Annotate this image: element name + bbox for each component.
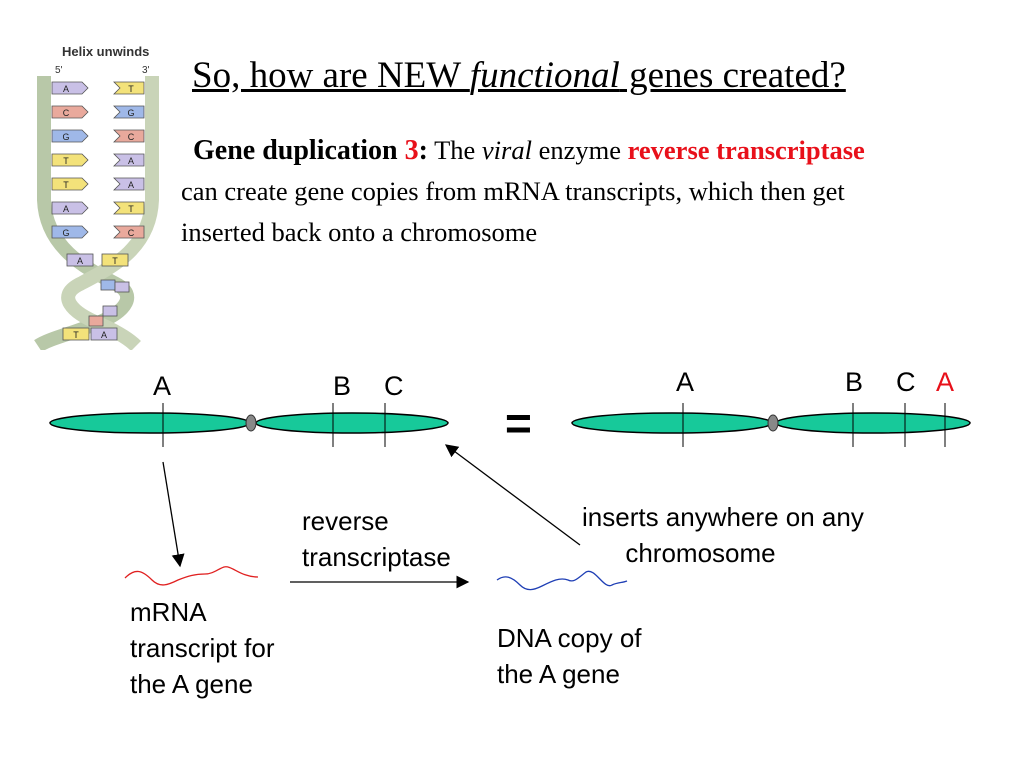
helix-base-left-label: G — [62, 132, 69, 142]
helix-base-left — [51, 105, 89, 119]
helix-base-lower-label: T — [73, 330, 79, 340]
helix-base-lower-label: A — [101, 330, 107, 340]
helix-base-left-label: T — [63, 156, 69, 166]
helix-base-right — [113, 201, 145, 215]
mrna-transcript-label: mRNA transcript for the A gene — [130, 597, 275, 699]
mrna-strand — [124, 566, 259, 586]
helix-base-twisted — [88, 315, 104, 327]
helix-base-right-label: A — [128, 156, 134, 166]
helix-base-left-label: C — [63, 108, 70, 118]
label-gene-c: C — [384, 371, 404, 401]
helix-base-left — [51, 201, 89, 215]
lead-heading: Gene duplication 3: — [181, 135, 428, 166]
body-emphasis: viral — [481, 135, 532, 165]
helix-base-twisted — [102, 305, 118, 317]
helix-base-right-label: C — [128, 228, 135, 238]
dna-copy-label: DNA copy of the A gene — [497, 623, 642, 689]
right-centromere — [767, 414, 779, 432]
reverse-transcriptase-label: reverse transcriptase — [302, 506, 451, 572]
left-centromere — [245, 414, 257, 432]
enzyme-name: reverse transcriptase — [627, 135, 865, 165]
dna-copy-strand — [496, 570, 628, 591]
helix-base-right — [113, 81, 145, 95]
label-new-gene-a: A — [936, 367, 955, 397]
helix-base-left-label: A — [63, 84, 69, 94]
helix-title: Helix unwinds — [62, 44, 149, 59]
right-chromosome-arm-1 — [571, 412, 773, 434]
slide-title: So, how are NEW functional genes created… — [192, 52, 1002, 100]
helix-base-right — [113, 105, 145, 119]
body-text: Gene duplication 3: The viral enzyme rev… — [181, 130, 901, 253]
transcription-arrow — [162, 461, 185, 568]
helix-base-left — [51, 129, 89, 143]
helix-base-left — [51, 153, 89, 167]
label-gene-a: A — [153, 371, 172, 401]
helix-base-left-label: T — [63, 180, 69, 190]
dna-helix-illustration: Helix unwinds 5' 3' A T C G G C T A T A A T G C A T T A — [34, 44, 159, 350]
helix-base-lower — [90, 327, 118, 341]
right-chromosome-arm-2 — [775, 412, 971, 434]
helix-base-bottom-label: A — [77, 256, 83, 266]
label-gene-c: C — [896, 367, 916, 397]
left-chromosome-arm-1 — [49, 412, 251, 434]
helix-base-left — [51, 225, 89, 239]
helix-base-right — [113, 177, 145, 191]
helix-right-strand — [61, 76, 159, 350]
helix-base-left — [51, 177, 89, 191]
helix-base-lower — [62, 327, 90, 341]
helix-base-bottom — [66, 253, 94, 267]
insertion-arrow — [444, 444, 581, 546]
helix-base-right-label: C — [128, 132, 135, 142]
helix-base-right — [113, 129, 145, 143]
helix-base-right — [113, 153, 145, 167]
helix-base-right-label: T — [128, 204, 134, 214]
helix-base-right-label: G — [127, 108, 134, 118]
lead-number: 3 — [404, 135, 419, 166]
body-part: can create gene copies from mRNA transcr… — [181, 176, 845, 247]
label-gene-b: B — [333, 371, 352, 401]
helix-base-twisted — [114, 281, 130, 293]
helix-base-left-label: G — [62, 228, 69, 238]
lead-colon: : — [418, 135, 428, 166]
label-gene-a: A — [676, 367, 695, 397]
helix-base-left-label: A — [63, 204, 69, 214]
title-part: genes created? — [619, 55, 846, 96]
helix-end-5: 5' — [55, 65, 63, 76]
equals-sign: = — [505, 397, 532, 449]
helix-base-right — [113, 225, 145, 239]
body-part: The — [427, 135, 482, 165]
left-chromosome-arm-2 — [255, 412, 449, 434]
helix-base-bottom — [101, 253, 129, 267]
body-part: enzyme — [531, 135, 628, 165]
helix-base-right-label: T — [128, 84, 134, 94]
title-part: So, how are NEW — [192, 55, 470, 96]
helix-base-left — [51, 81, 89, 95]
label-gene-b: B — [845, 367, 864, 397]
inserts-anywhere-label: inserts anywhere on any chromosome — [582, 502, 864, 568]
title-emphasis: functional — [469, 55, 620, 96]
lead-text: Gene duplication — [193, 135, 405, 166]
helix-base-right-label: A — [128, 180, 134, 190]
helix-base-bottom-label: T — [112, 256, 118, 266]
helix-end-3: 3' — [142, 65, 150, 76]
